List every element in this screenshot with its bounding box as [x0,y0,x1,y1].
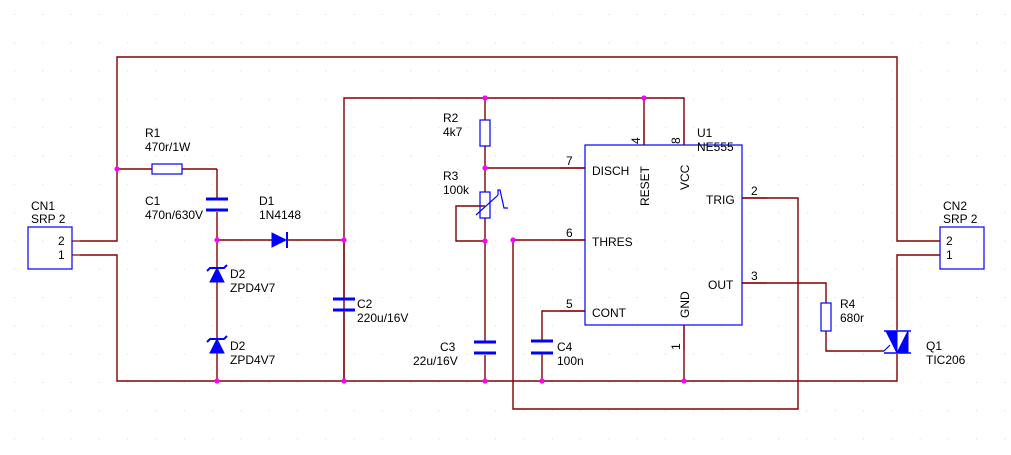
d2a-ref: D2 [230,267,246,281]
grid-dots [14,14,1006,440]
r2-ref: R2 [443,111,459,125]
pin-gnd-name: GND [678,291,692,318]
resistor-r2: R2 4k7 [443,111,491,147]
resistor-r1: R1 470r/1W [145,126,191,175]
potentiometer-r3: R3 100k [443,169,508,219]
triac-q1: Q1 TIC206 [883,330,966,367]
pin-gnd-num: 1 [669,343,683,350]
resistor-r4: R4 680r [820,297,864,332]
pin-out-name: OUT [708,278,734,292]
pin-cont-num: 5 [566,297,573,311]
pin-vcc-num: 8 [669,137,683,144]
q1-value: TIC206 [926,353,966,367]
zener-d2-lower: D2 ZPD4V7 [206,335,276,367]
r3-value: 100k [443,183,470,197]
c2-value: 220u/16V [357,311,408,325]
r1-value: 470r/1W [145,140,191,154]
zener-d2-upper: D2 ZPD4V7 [206,264,276,295]
u1-ref: U1 [697,126,713,140]
pin-reset-name: RESET [638,165,652,206]
connector-cn2: CN2 SRP 2 2 1 [939,199,985,270]
d2a-value: ZPD4V7 [230,281,276,295]
junctions [114,95,687,384]
capacitor-c2: C2 220u/16V [333,297,408,325]
cn2-ref: CN2 [943,199,967,213]
r1-ref: R1 [145,126,161,140]
r2-value: 4k7 [443,125,463,139]
c4-ref: C4 [557,340,573,354]
d2b-value: ZPD4V7 [230,353,276,367]
c1-value: 470n/630V [145,208,203,222]
c3-ref: C3 [440,340,456,354]
c4-value: 100n [557,354,584,368]
pin-vcc-name: VCC [678,164,692,190]
c2-ref: C2 [357,297,373,311]
u1-value: NE555 [697,140,734,154]
q1-ref: Q1 [926,339,942,353]
wires [80,56,940,410]
pin-disch-num: 7 [566,154,573,168]
pin-out-num: 3 [751,269,758,283]
cn2-pin1: 1 [946,248,953,262]
cn1-pin1: 1 [58,248,65,262]
cn1-ref: CN1 [31,199,55,213]
cn1-pin2: 2 [58,234,65,248]
capacitor-c4: C4 100n [531,339,584,368]
capacitor-c3: C3 22u/16V [413,340,496,368]
c3-value: 22u/16V [413,354,458,368]
pin-cont-name: CONT [592,306,627,320]
diode-d1: D1 1N4148 [259,194,301,248]
pin-reset-num: 4 [629,137,643,144]
cn1-type: SRP 2 [31,212,66,226]
capacitor-c1: C1 470n/630V [145,194,228,222]
d1-value: 1N4148 [259,208,301,222]
r4-ref: R4 [840,297,856,311]
r4-value: 680r [840,311,864,325]
connector-cn1: CN1 SRP 2 2 1 [27,199,80,270]
pin-trig-num: 2 [751,184,758,198]
pin-disch-name: DISCH [592,164,629,178]
c1-ref: C1 [145,194,161,208]
cn2-type: SRP 2 [943,212,978,226]
r3-ref: R3 [443,169,459,183]
pin-thres-num: 6 [566,226,573,240]
cn2-pin2: 2 [946,234,953,248]
d1-ref: D1 [259,194,275,208]
pin-trig-name: TRIG [706,193,735,207]
d2b-ref: D2 [230,339,246,353]
ic-u1-ne555: U1 NE555 DISCH 7 THRES 6 CONT 5 RESET 4 … [560,120,767,350]
pin-thres-name: THRES [592,235,633,249]
